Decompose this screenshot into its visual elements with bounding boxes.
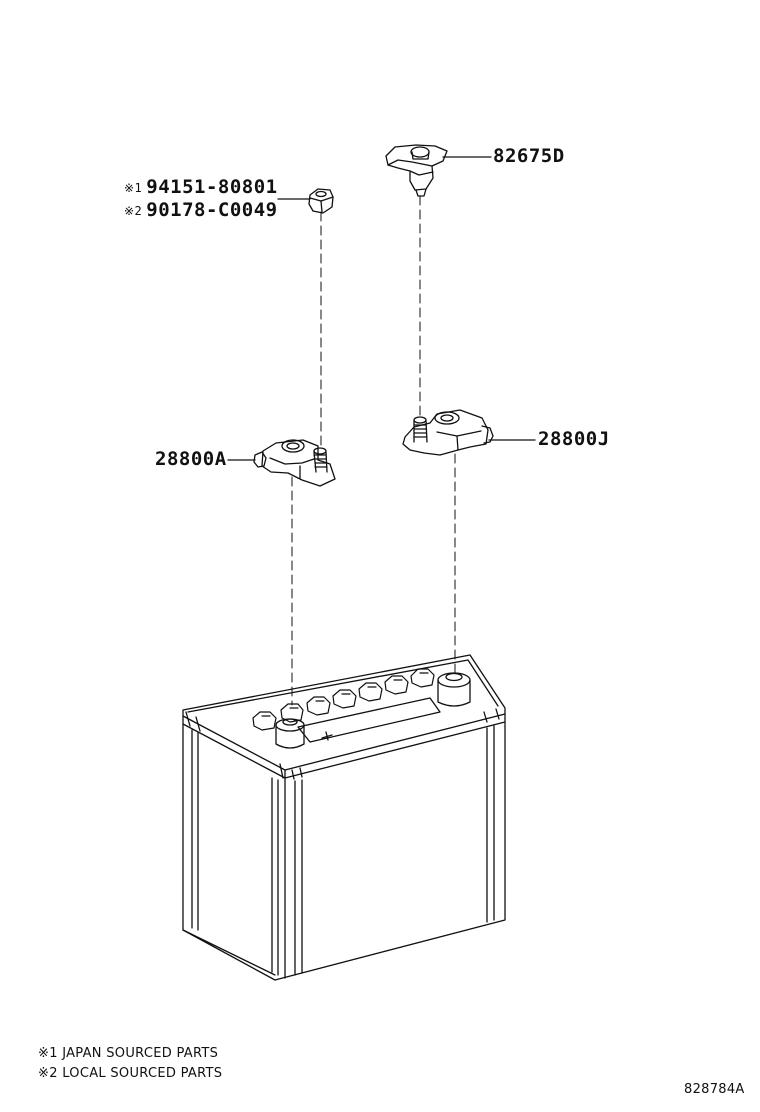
assembly-lines <box>291 195 456 706</box>
nut-japan-part-number: 94151-80801 <box>146 176 278 198</box>
footnote-local-text: LOCAL SOURCED PARTS <box>62 1066 223 1081</box>
negative-terminal-part-number: 28800A <box>155 448 227 470</box>
footnote-local: ※2 LOCAL SOURCED PARTS <box>38 1066 222 1081</box>
japan-mark: ※1 <box>124 181 143 195</box>
nut-icon <box>308 188 334 214</box>
footnote-japan-text: JAPAN SOURCED PARTS <box>62 1046 219 1061</box>
footnote-japan-mark: ※1 <box>38 1046 58 1061</box>
leader-lines <box>227 156 536 461</box>
positive-terminal-icon <box>402 409 494 456</box>
cover-part-number: 82675D <box>493 145 565 167</box>
footnote-local-mark: ※2 <box>38 1066 58 1081</box>
battery-icon <box>182 654 506 981</box>
footnote-japan: ※1 JAPAN SOURCED PARTS <box>38 1046 218 1061</box>
figure-id: 828784A <box>684 1082 745 1097</box>
positive-terminal-part-number: 28800J <box>538 428 610 450</box>
local-mark: ※2 <box>124 204 143 218</box>
nut-local-part-number: 90178-C0049 <box>146 199 278 221</box>
negative-terminal-icon <box>253 439 336 487</box>
terminal-cover-icon <box>385 144 448 197</box>
